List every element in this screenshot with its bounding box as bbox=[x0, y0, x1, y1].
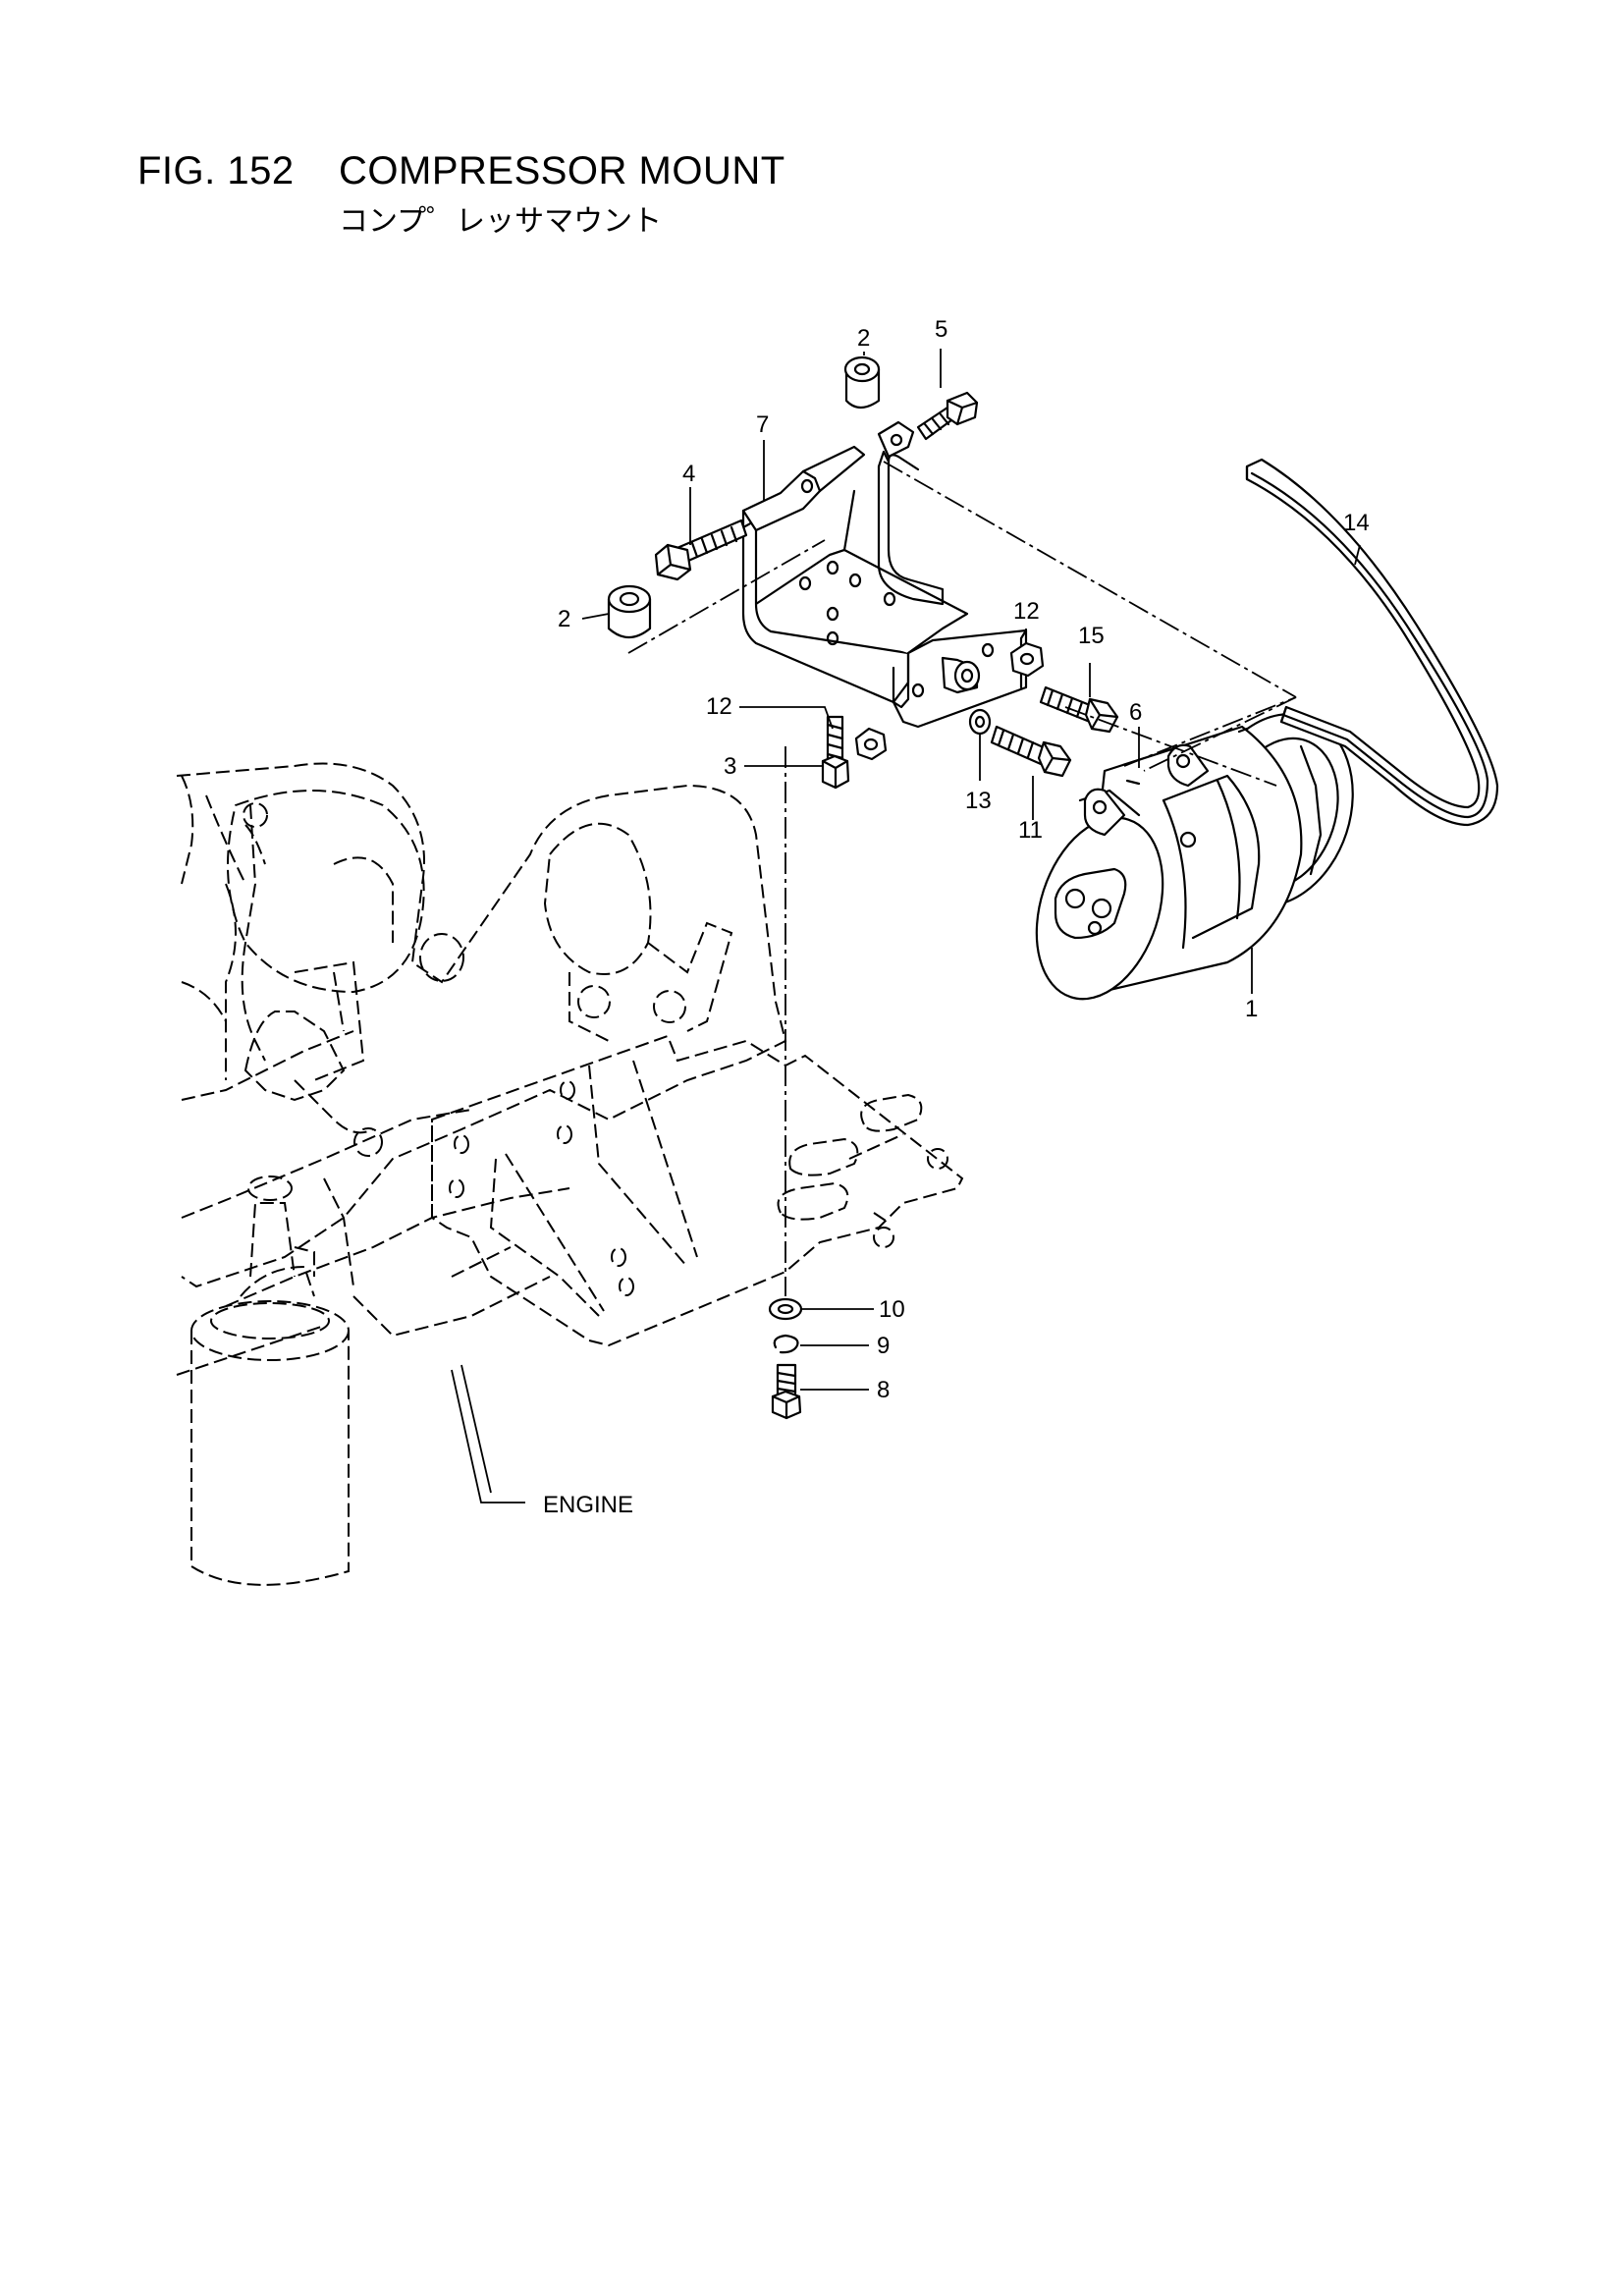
v-belt bbox=[1245, 458, 1499, 827]
assembly-lines bbox=[627, 461, 1297, 1296]
callout-10: 10 bbox=[879, 1296, 905, 1323]
bushing bbox=[941, 656, 981, 694]
callout-numbers: 2 5 7 4 2 12 15 14 12 6 3 13 11 1 10 9 8… bbox=[543, 316, 1370, 1518]
bolt-8 bbox=[771, 1363, 802, 1420]
figure-title-text: COMPRESSOR MOUNT bbox=[339, 149, 785, 192]
washer-13 bbox=[968, 708, 992, 736]
nut-12-lower bbox=[854, 727, 888, 761]
callout-12-top: 12 bbox=[1013, 598, 1040, 625]
callout-13: 13 bbox=[965, 788, 992, 814]
washer-10 bbox=[768, 1297, 803, 1321]
bolt-4 bbox=[654, 519, 748, 581]
callout-15: 15 bbox=[1078, 623, 1105, 649]
callout-7: 7 bbox=[756, 411, 769, 438]
callout-12-left: 12 bbox=[706, 693, 732, 720]
spacer-upper bbox=[843, 355, 881, 410]
bolt-11 bbox=[990, 725, 1072, 778]
callout-5: 5 bbox=[935, 316, 947, 343]
engine-label: ENGINE bbox=[543, 1492, 633, 1518]
callout-2-left: 2 bbox=[558, 606, 570, 632]
callout-14: 14 bbox=[1343, 510, 1370, 536]
figure-title: FIG. 152 COMPRESSOR MOUNT bbox=[137, 149, 785, 193]
upper-bracket bbox=[741, 420, 1028, 729]
callout-4: 4 bbox=[682, 461, 695, 487]
oil-filter-canister bbox=[190, 1175, 350, 1586]
figure-subtitle: コンプ゜レッサマウント bbox=[339, 204, 663, 239]
callout-3: 3 bbox=[724, 753, 736, 780]
spacer-lower bbox=[607, 584, 652, 639]
callout-9: 9 bbox=[877, 1333, 890, 1359]
engine-outline bbox=[176, 762, 787, 1376]
bolt-5 bbox=[916, 391, 979, 441]
callout-6: 6 bbox=[1129, 699, 1142, 726]
callout-8: 8 bbox=[877, 1377, 890, 1403]
callout-11: 11 bbox=[1018, 817, 1043, 844]
bolt-15 bbox=[1039, 685, 1119, 734]
callout-2-top: 2 bbox=[857, 325, 870, 352]
lock-washer-9 bbox=[773, 1334, 799, 1354]
compressor bbox=[1035, 713, 1354, 1001]
callout-1: 1 bbox=[1245, 996, 1258, 1022]
bolt-3 bbox=[821, 715, 850, 790]
lower-mount-bracket bbox=[431, 1034, 964, 1347]
figure-number: FIG. 152 bbox=[137, 149, 295, 192]
leader-lines bbox=[451, 349, 1361, 1503]
